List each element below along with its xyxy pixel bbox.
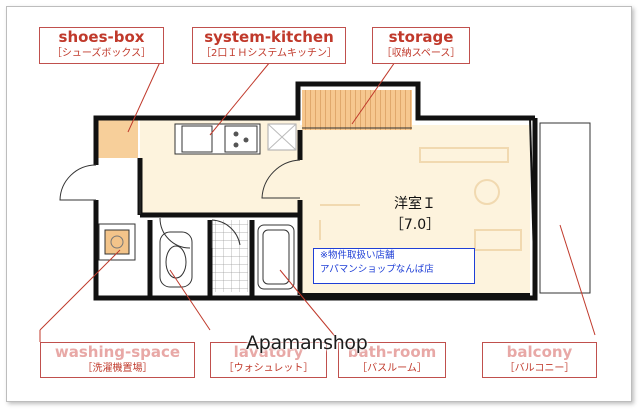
system-kitchen-label-jp: ［2口ＩＨシステムキッチン］ <box>200 48 338 59</box>
washing-space-label: washing-space ［洗濯機置場］ <box>40 342 195 378</box>
storage-label: storage ［収納スペース］ <box>372 27 470 64</box>
bath-room-label-en: bath-room <box>347 343 437 361</box>
room-size: ［7.0］ <box>380 214 450 234</box>
shop-notice-line1: ※物件取扱い店舗 <box>320 250 395 261</box>
shop-notice: ※物件取扱い店舗 アパマンショップなんば店 <box>313 248 475 284</box>
bath-room-label: bath-room ［バスルーム］ <box>338 342 446 378</box>
storage-label-en: storage <box>388 28 454 46</box>
shoes-box-area <box>96 120 138 158</box>
lavatory-label-jp: ［ウォシュレット］ <box>223 363 314 374</box>
balcony-label-en: balcony <box>506 343 573 361</box>
system-kitchen-label: system-kitchen ［2口ＩＨシステムキッチン］ <box>192 27 346 64</box>
washing-space-label-jp: ［洗濯機置場］ <box>82 363 153 374</box>
room-name-text: 洋室Ｉ <box>394 196 436 212</box>
washing-space-label-en: washing-space <box>54 343 181 361</box>
apamanshop-watermark: Apamanshop <box>246 332 368 354</box>
lavatory-label-en: lavatory <box>233 343 304 361</box>
shoes-box-label-jp: ［シューズボックス］ <box>51 48 152 59</box>
bath-room-label-jp: ［バスルーム］ <box>357 363 427 374</box>
shoes-box-label-en: shoes-box <box>58 28 145 46</box>
tile-area <box>212 220 248 292</box>
balcony-label-jp: ［バルコニー］ <box>504 363 575 374</box>
balcony-label: balcony ［バルコニー］ <box>482 342 597 378</box>
room-name: 洋室Ｉ <box>380 193 450 213</box>
system-kitchen-label-en: system-kitchen <box>204 28 334 46</box>
lavatory-label: lavatory ［ウォシュレット］ <box>210 342 327 378</box>
storage-label-jp: ［収納スペース］ <box>381 48 461 59</box>
shop-notice-line2: アパマンショップなんば店 <box>320 264 434 275</box>
room-window-line <box>300 293 530 297</box>
balcony-area <box>535 118 595 298</box>
storage-area <box>302 90 412 130</box>
shoes-box-label: shoes-box ［シューズボックス］ <box>39 27 164 64</box>
room-size-text: ［7.0］ <box>389 217 441 233</box>
